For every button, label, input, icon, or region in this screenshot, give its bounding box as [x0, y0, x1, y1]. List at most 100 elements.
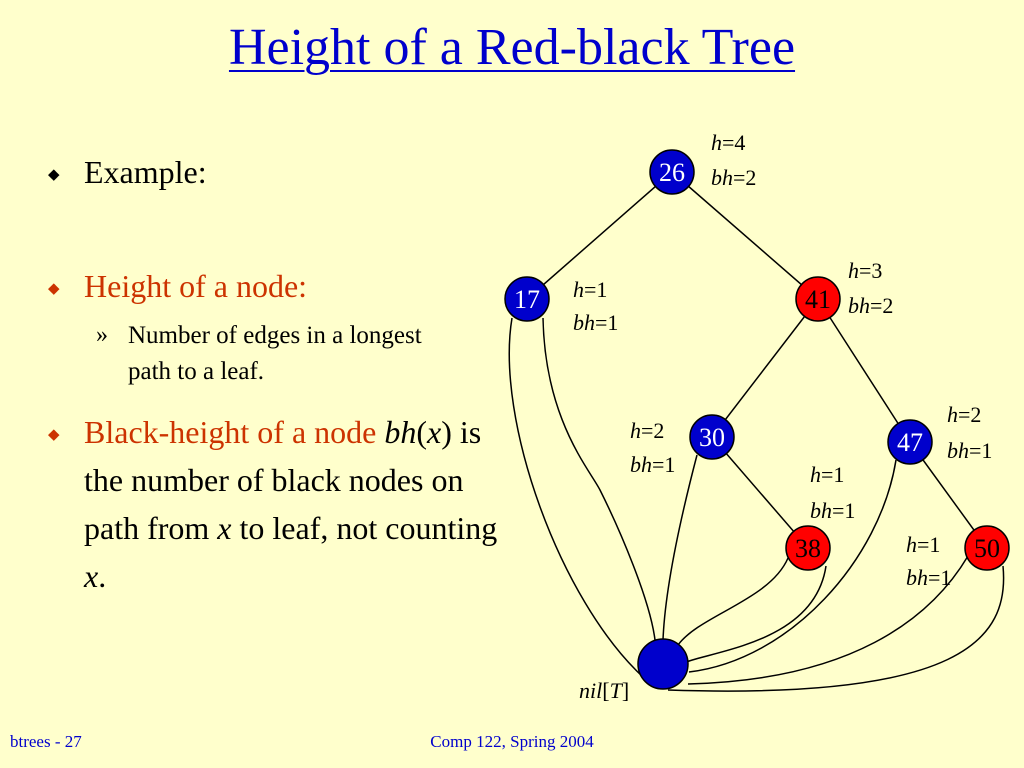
- node-41-circle: [795, 276, 841, 322]
- nil-label: nil[T]: [579, 678, 629, 703]
- bh-rest: is the number of black nodes on path fro…: [84, 414, 482, 546]
- edge-50-nil-right: [667, 565, 1005, 692]
- annot-41-h-label: h: [848, 258, 859, 283]
- annot-41-h: h=3: [848, 258, 882, 283]
- diamond-bullet-icon: ◆: [48, 427, 60, 443]
- node-30-key: 30: [699, 423, 725, 452]
- node-26: 26: [649, 149, 695, 195]
- annot-50-bh: bh=1: [906, 565, 951, 590]
- annot-30-h: h=2: [630, 418, 664, 443]
- diamond-bullet-icon: ◆: [48, 281, 60, 297]
- sub-bullet-text: Number of edges in a longest path to a l…: [128, 322, 422, 385]
- annot-30-h-value: =2: [641, 418, 664, 443]
- bh-func: bh: [384, 414, 417, 450]
- annot-47-bh-value: =1: [969, 438, 992, 463]
- annot-41-bh-value: =2: [870, 293, 893, 318]
- annot-47-h: h=2: [947, 402, 981, 427]
- edge-50-nil-left: [687, 555, 969, 685]
- bullet-black-height-text: Black-height of a node bh(x) is the numb…: [84, 414, 498, 594]
- annot-30-bh-value: =1: [652, 452, 675, 477]
- annot-38-h-value: =1: [821, 462, 844, 487]
- bh-x2: x: [84, 558, 99, 594]
- annot-47-bh: bh=1: [947, 438, 992, 463]
- nil-label-close: ]: [622, 678, 629, 703]
- edge-41-30: [711, 298, 819, 438]
- node-17-key: 17: [514, 285, 540, 314]
- node-nil: [637, 638, 689, 690]
- annot-47-bh-label: bh: [947, 438, 969, 463]
- height-annotations: h=4 bh=2 h=1 bh=1 h=3 bh=2 h=2 bh=1 h=2 …: [573, 130, 992, 703]
- bullet-height-text: Height of a node:: [84, 268, 308, 304]
- nil-label-open: [: [602, 678, 609, 703]
- bh-end: .: [98, 558, 107, 594]
- annot-47-h-label: h: [947, 402, 958, 427]
- node-50-key: 50: [974, 534, 1000, 563]
- edge-47-nil: [688, 459, 897, 673]
- footer-slide-number: btrees - 27: [10, 732, 82, 751]
- node-30-circle: [689, 414, 735, 460]
- annot-26-h-value: =4: [722, 130, 745, 155]
- edge-17-nil-right: [542, 317, 656, 641]
- edge-26-41: [671, 171, 819, 300]
- node-30: 30: [689, 414, 735, 460]
- annot-17-h-label: h: [573, 277, 584, 302]
- edge-30-nil: [662, 454, 698, 641]
- bh-arg: x: [427, 414, 442, 450]
- diamond-bullet-icon: ◆: [48, 167, 60, 183]
- slide-title: Height of a Red-black Tree: [228, 19, 796, 76]
- annot-17-h-value: =1: [584, 277, 607, 302]
- annot-30-bh-label: bh: [630, 452, 652, 477]
- node-38-key: 38: [795, 534, 821, 563]
- annot-41-bh: bh=2: [848, 293, 893, 318]
- chevron-bullet-icon: »: [96, 322, 108, 348]
- nil-label-name: nil: [579, 678, 602, 703]
- node-50: 50: [964, 525, 1010, 571]
- node-26-circle: [649, 149, 695, 195]
- annot-38-bh: bh=1: [810, 498, 855, 523]
- annot-30-h-label: h: [630, 418, 641, 443]
- node-26-key: 26: [659, 158, 685, 187]
- node-50-circle: [964, 525, 1010, 571]
- annot-38-h: h=1: [810, 462, 844, 487]
- tree-edges: [508, 171, 1005, 692]
- node-47-key: 47: [897, 428, 923, 457]
- annot-17-h: h=1: [573, 277, 607, 302]
- annot-26-bh: bh=2: [711, 165, 756, 190]
- edge-30-38: [711, 436, 809, 549]
- annot-50-bh-label: bh: [906, 565, 928, 590]
- annot-17-bh: bh=1: [573, 310, 618, 335]
- node-41-key: 41: [805, 285, 831, 314]
- node-38-circle: [785, 525, 831, 571]
- bh-x1: x: [217, 510, 232, 546]
- edge-38-nil-right: [685, 565, 827, 663]
- node-17: 17: [504, 276, 550, 322]
- annot-30-bh: bh=1: [630, 452, 675, 477]
- annot-38-bh-value: =1: [832, 498, 855, 523]
- edge-26-17: [526, 171, 673, 300]
- node-41: 41: [795, 276, 841, 322]
- edge-17-nil-left: [508, 317, 644, 678]
- nil-label-arg: T: [610, 678, 624, 703]
- bh-mid: to leaf, not counting: [231, 510, 498, 546]
- annot-50-h-label: h: [906, 532, 917, 557]
- annot-26-h: h=4: [711, 130, 745, 155]
- edge-38-nil-left: [677, 557, 789, 646]
- annot-50-h-value: =1: [917, 532, 940, 557]
- annot-38-h-label: h: [810, 462, 821, 487]
- annot-26-bh-value: =2: [733, 165, 756, 190]
- nil-sentinel-circle: [637, 638, 689, 690]
- annot-41-bh-label: bh: [848, 293, 870, 318]
- bullet-example-text: Example:: [84, 154, 207, 190]
- node-17-circle: [504, 276, 550, 322]
- node-47-circle: [887, 419, 933, 465]
- annot-50-h: h=1: [906, 532, 940, 557]
- edge-41-47: [817, 298, 911, 443]
- bh-heading: Black-height of a node: [84, 414, 377, 450]
- annot-17-bh-value: =1: [595, 310, 618, 335]
- annot-41-h-value: =3: [859, 258, 882, 283]
- node-38: 38: [785, 525, 831, 571]
- annot-38-bh-label: bh: [810, 498, 832, 523]
- annot-26-h-label: h: [711, 130, 722, 155]
- annot-50-bh-value: =1: [928, 565, 951, 590]
- node-47: 47: [887, 419, 933, 465]
